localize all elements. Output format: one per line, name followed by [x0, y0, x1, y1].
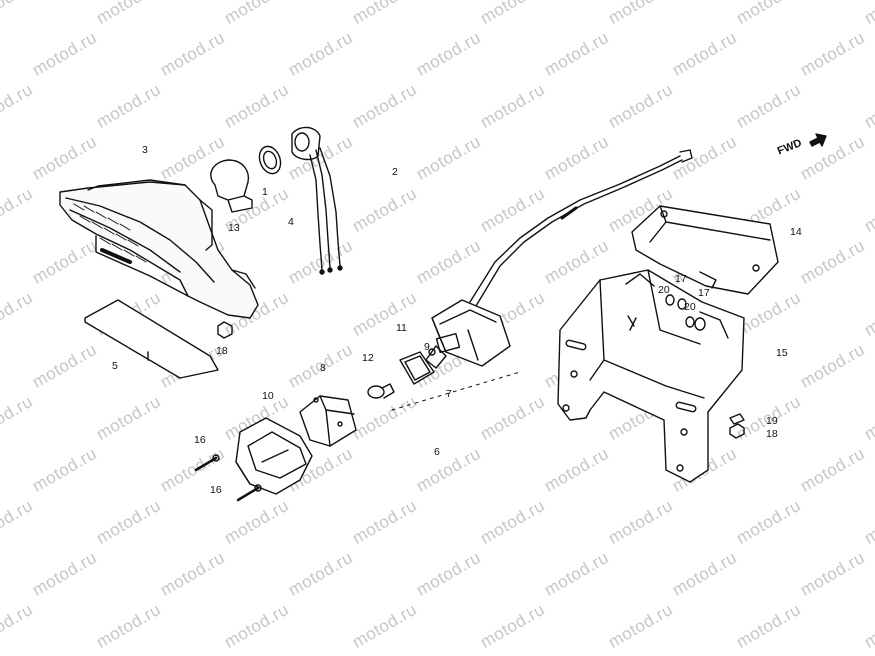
part-callout: 5: [112, 360, 118, 372]
part-callout: 18: [216, 345, 228, 357]
washer-20-b: [677, 298, 695, 328]
part-callout: 6: [434, 446, 440, 458]
part-callout: 15: [776, 347, 788, 359]
part-callout: 4: [288, 216, 294, 228]
bulb-13: [210, 159, 253, 213]
license-lens-cover-10: [235, 417, 313, 495]
reflector-plate-5: [84, 299, 219, 379]
fwd-arrow-icon: [809, 133, 827, 147]
part-callout: 13: [228, 222, 240, 234]
socket-and-wires: [291, 126, 343, 275]
part-callout: 7: [446, 388, 452, 400]
small-bulb: [367, 383, 395, 399]
part-callout: 20: [684, 301, 696, 313]
part-callout: 17: [675, 273, 687, 285]
washer-20-a: [665, 294, 675, 306]
license-lamp-body: [425, 299, 511, 369]
part-callout: 20: [658, 284, 670, 296]
part-callout: 14: [790, 226, 802, 238]
screw-16-top: [194, 454, 220, 472]
harness-wire: [469, 149, 693, 307]
nut-18-right: [729, 423, 745, 439]
part-callout: 11: [396, 322, 407, 334]
upper-bracket-14: [631, 205, 779, 295]
lamp-window-12: [399, 351, 435, 385]
part-callout: 10: [262, 390, 274, 402]
part-callout: 1: [262, 186, 268, 198]
nut-17: [694, 317, 706, 331]
tail-lamp-housing: [59, 179, 259, 319]
bolt-19: [729, 413, 745, 425]
part-callout: 12: [362, 352, 374, 364]
part-callout: 9: [424, 341, 430, 353]
part-callout: 18: [766, 428, 778, 440]
part-callout: 3: [142, 144, 148, 156]
license-plate-bracket-15: [557, 269, 745, 483]
part-callout: 16: [210, 484, 222, 496]
part-callout: 2: [392, 166, 398, 178]
part-callout: 16: [194, 434, 206, 446]
screw-16-bottom: [236, 484, 262, 502]
gasket-ring-1: [258, 145, 282, 175]
lamp-bracket-8: [299, 395, 357, 447]
part-callout: 19: [766, 415, 778, 427]
nut-18-left: [217, 321, 233, 339]
part-callout: 8: [320, 362, 326, 374]
part-callout: 17: [698, 287, 710, 299]
leader-6: [391, 371, 521, 411]
lens-pattern: [73, 203, 147, 263]
